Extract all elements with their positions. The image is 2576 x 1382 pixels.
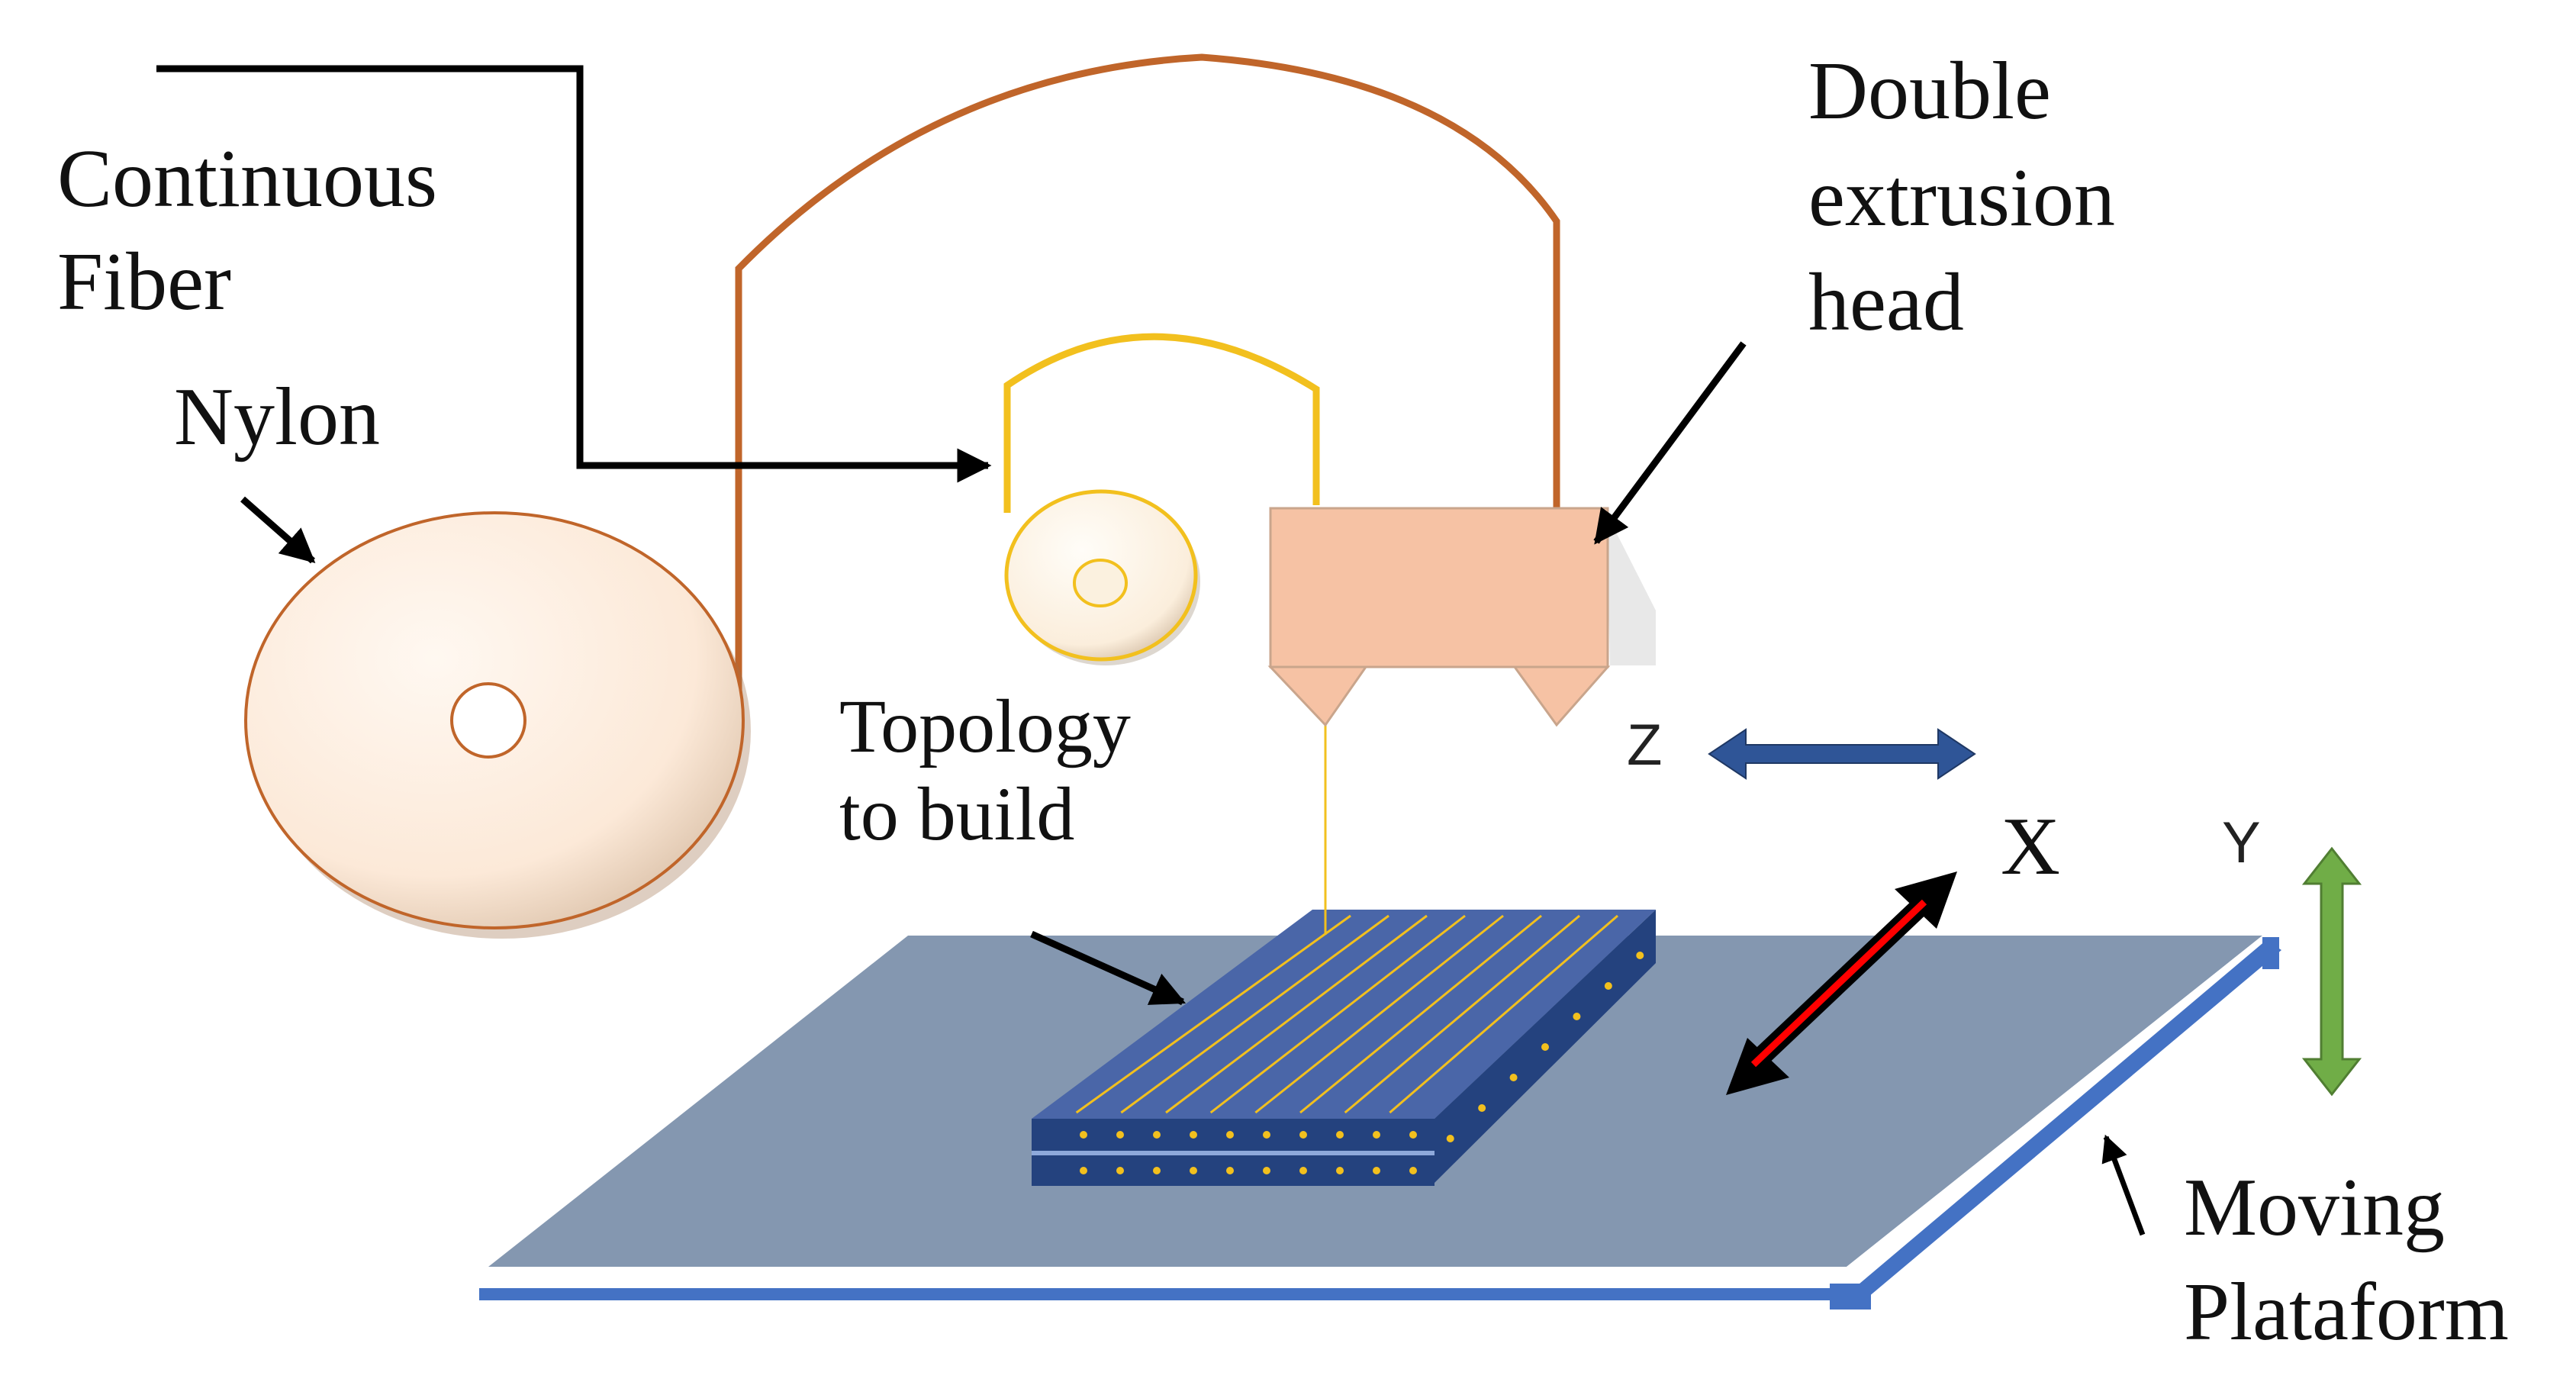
fiber-spool [1004, 489, 1200, 665]
fiber-dot [1373, 1167, 1380, 1174]
x-axis-label: X [2001, 801, 2060, 892]
head-body [1269, 507, 1609, 668]
fiber-dot [1509, 1074, 1518, 1081]
fiber-dot [1373, 1131, 1380, 1139]
nylon-filament [735, 53, 1560, 725]
nozzle-left [1267, 665, 1368, 727]
fiber-dot [1299, 1167, 1307, 1174]
fiber-line [1254, 914, 1504, 1114]
fiber-dot [1604, 982, 1612, 990]
fiber-dot [1336, 1167, 1344, 1174]
fiber-dot [1541, 1043, 1549, 1051]
z-axis-arrow [1708, 728, 1976, 780]
y-axis-arrow [2301, 846, 2362, 1097]
fiber-dot [1409, 1167, 1417, 1174]
part-top [1032, 910, 1656, 1119]
fiber-line [1120, 914, 1389, 1114]
fiber-dot [1190, 1131, 1197, 1139]
fiber-line [1165, 914, 1428, 1114]
printed-part [1032, 910, 1656, 1186]
z-axis-label: Z [1627, 713, 1662, 778]
fiber-dot [1153, 1167, 1161, 1174]
platform-right-cap [2262, 937, 2279, 969]
platform-right-strip [1854, 940, 2281, 1297]
platform-front-edge [481, 1267, 1847, 1290]
nylon-pointer [240, 496, 316, 564]
double-extrusion-head-label: Double extrusion head [1808, 46, 2136, 348]
fiber-dot [1190, 1167, 1197, 1174]
y-axis-label: Y [2222, 810, 2261, 875]
fiber-line [1075, 914, 1351, 1114]
platform-front-cap [1830, 1284, 1871, 1310]
head-pointer [1593, 341, 1747, 545]
fiber-dot [1263, 1167, 1270, 1174]
fiber-dot [1636, 952, 1644, 959]
fiber-line [1344, 914, 1580, 1114]
fiber-line [1389, 914, 1618, 1114]
fiber-dot [1226, 1167, 1234, 1174]
topology-pointer [1030, 930, 1187, 1006]
fiber-lines [1075, 914, 1618, 1114]
fiber-dots [1080, 952, 1644, 1174]
x-axis-arrow [1726, 871, 1957, 1095]
nylon-spool [244, 511, 751, 939]
continuous-fiber-label: Continuous Fiber [57, 134, 458, 327]
fiber-dot [1080, 1167, 1087, 1174]
fiber-line [1209, 914, 1466, 1114]
fiber-dot [1116, 1131, 1124, 1139]
double-extrusion-head [1267, 507, 1656, 727]
fiber-filament [1003, 333, 1320, 513]
fiber-dot [1226, 1131, 1234, 1139]
fiber-dot [1446, 1135, 1454, 1142]
fiber-dot [1153, 1131, 1161, 1139]
fiber-dot [1478, 1104, 1486, 1112]
moving-platform-label: Moving Plataform [2184, 1162, 2509, 1358]
nozzle-right [1512, 665, 1611, 727]
platform-front-strip [479, 1288, 1854, 1300]
fiber-dot [1409, 1131, 1417, 1139]
fiber-dot [1336, 1131, 1344, 1139]
fiber-dot [1573, 1013, 1581, 1020]
fiber-dot [1263, 1131, 1270, 1139]
topology-label: Topology to build [839, 684, 1150, 856]
nylon-spool-hole [450, 682, 526, 759]
fiber-spool-hole [1073, 559, 1128, 607]
continuous-fiber-pointer [156, 65, 992, 483]
fiber-dot [1080, 1131, 1087, 1139]
nylon-label: Nylon [174, 372, 380, 462]
fiber-line [1299, 914, 1542, 1114]
part-front-separator [1032, 1151, 1435, 1155]
platform-pointer [2101, 1134, 2146, 1236]
fiber-dot [1116, 1167, 1124, 1174]
fiber-dot [1299, 1131, 1307, 1139]
